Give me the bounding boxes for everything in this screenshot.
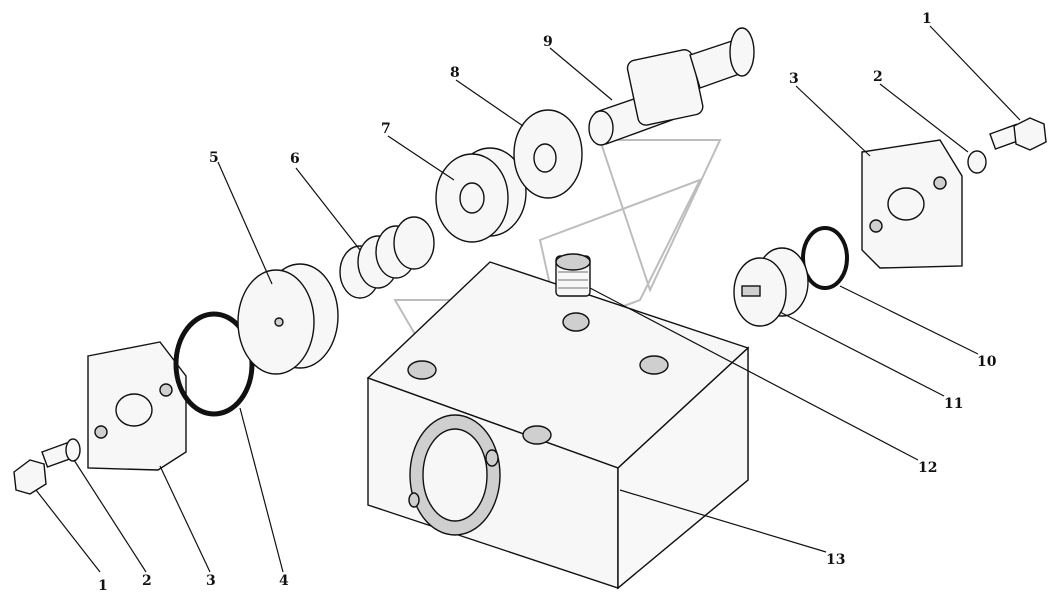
part-1-right-bolt — [989, 117, 1047, 151]
part-5-piston-disc — [237, 263, 339, 375]
part-11-threaded-bushing — [733, 247, 809, 327]
part-8-washer-disc — [513, 109, 583, 199]
callout-3-right: 3 — [789, 71, 799, 87]
callout-2-left: 2 — [142, 573, 152, 589]
part-9-valve-stem — [588, 27, 755, 146]
callout-3-left: 3 — [206, 573, 216, 589]
callout-1-right: 1 — [922, 11, 932, 27]
callout-8: 8 — [450, 65, 460, 81]
callout-2-right: 2 — [873, 69, 883, 85]
part-2-right-washer — [967, 150, 987, 174]
part-3-left-cover-plate — [87, 341, 187, 471]
callout-4: 4 — [279, 573, 289, 589]
callout-13: 13 — [826, 552, 845, 568]
callout-11: 11 — [944, 396, 963, 412]
part-10-o-ring — [801, 226, 849, 290]
callout-5: 5 — [209, 150, 219, 166]
part-2-left-washer — [65, 438, 81, 462]
leader-lines — [35, 25, 1021, 573]
part-6-spring — [339, 216, 435, 299]
callout-1-left: 1 — [98, 578, 108, 594]
callout-9: 9 — [543, 34, 553, 50]
callout-12: 12 — [918, 460, 937, 476]
part-13-housing-block — [366, 261, 750, 590]
callout-7: 7 — [381, 121, 391, 137]
callout-6: 6 — [290, 151, 300, 167]
callout-10: 10 — [977, 354, 997, 370]
part-7-double-disc — [435, 147, 527, 243]
part-4-o-ring — [173, 311, 255, 417]
part-12-plug-screw — [555, 253, 591, 297]
part-3-right-cover-plate — [861, 139, 963, 269]
